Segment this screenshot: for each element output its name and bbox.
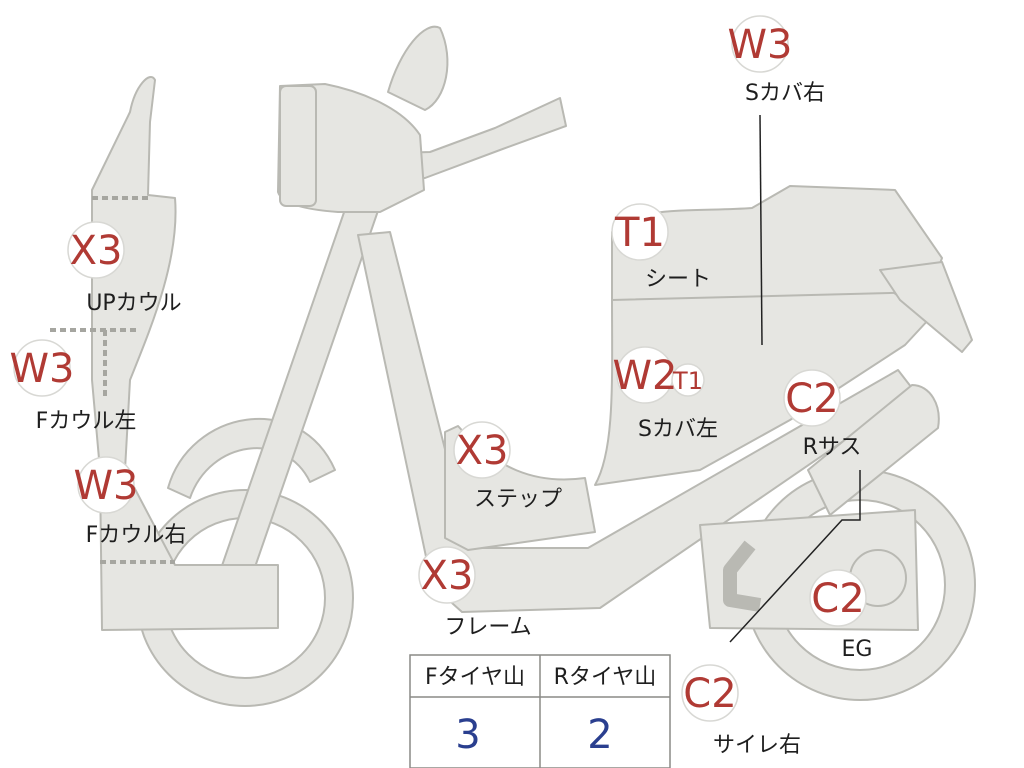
leader-r-suspension [729,470,861,643]
badge-f-cowl-right [77,456,135,514]
tire-value-front: 3 [455,712,480,758]
label-seat: シート [645,267,711,292]
code-s-cover-right: W3 [728,22,793,68]
leader-s-cover-right [759,114,763,346]
silencer [807,384,940,516]
exhaust-pipe [723,540,762,612]
label-s-cover-right: Sカバ右 [745,81,825,106]
label-frame: フレーム [444,615,531,640]
code-f-cowl-left: W3 [10,346,75,392]
front-cowl [91,76,279,631]
label-silencer-right: サイレ右 [713,733,801,758]
tail-piece [879,261,973,353]
label-step: ステップ [474,487,562,512]
code-seat: T1 [614,210,665,256]
code-f-cowl-right: W3 [74,463,139,509]
badges [13,15,867,722]
badge-s-cover-right [731,15,789,73]
headlight-lens [279,85,317,207]
code-silencer-right: C2 [683,671,736,717]
part-labels: Sカバ右 シート UPカウル Fカウル左 Fカウル右 Sカバ左 Rサス ステップ… [36,81,873,758]
code-frame: X3 [421,553,474,599]
leader-lines [729,114,861,643]
badge-r-suspension [783,369,841,427]
badge-silencer-right [681,664,739,722]
label-r-suspension: Rサス [803,435,862,460]
badge-frame [418,546,476,604]
badge-f-cowl-left [13,339,71,397]
badge-engine [809,569,867,627]
badge-step [453,421,511,479]
code-s-cover-left: W2 [613,353,678,399]
label-s-cover-left: Sカバ左 [638,417,718,442]
label-f-cowl-left: Fカウル左 [36,409,137,434]
mirror [387,25,449,111]
seam-lines [50,196,175,564]
tire-header-front: Fタイヤ山 [425,665,525,690]
badge-s-cover-left-small [671,363,705,397]
code-up-cowl: X3 [70,228,123,274]
badge-seat [611,203,669,261]
code-r-suspension: C2 [785,376,838,422]
label-engine: EG [842,637,873,662]
code-s-cover-left-2: T1 [672,367,703,395]
tire-header-rear: Rタイヤ山 [554,665,657,690]
label-f-cowl-right: Fカウル右 [86,523,187,548]
code-step: X3 [456,428,509,474]
tire-table: Fタイヤ山 Rタイヤ山 3 2 [409,654,671,768]
badge-up-cowl [67,221,125,279]
part-codes: W3 T1 X3 W3 W3 W2 T1 C2 X3 X3 C2 C2 [10,22,865,717]
tire-value-rear: 2 [587,712,612,758]
label-up-cowl: UPカウル [86,291,181,316]
code-engine: C2 [811,576,864,622]
